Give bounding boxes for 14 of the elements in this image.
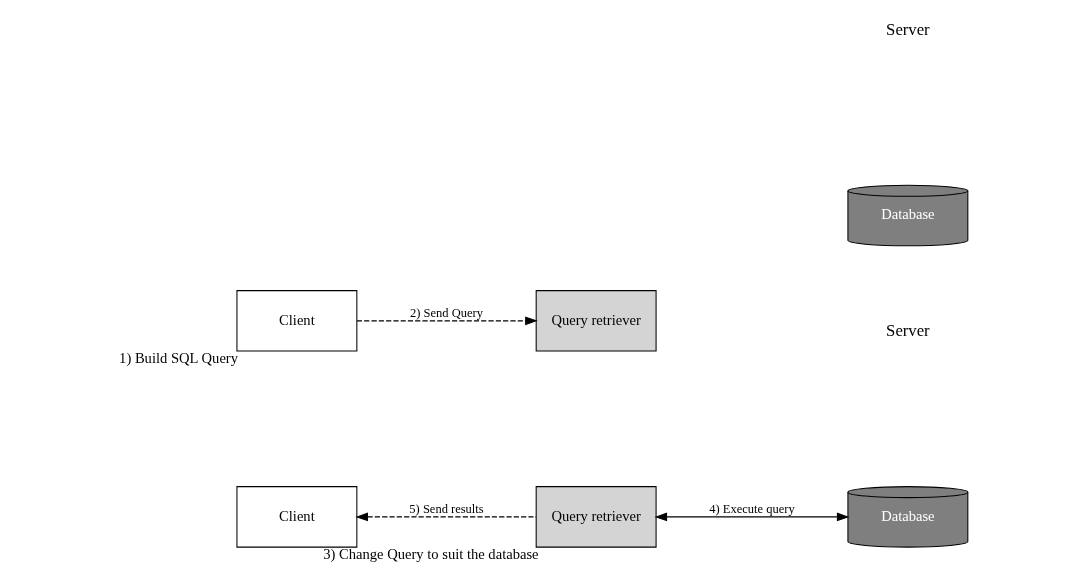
node-box: Query retriever: [535, 486, 657, 548]
node-box: Query retriever: [535, 290, 657, 352]
arrow: [654, 512, 850, 522]
edge-label: 5) Send results: [409, 502, 484, 517]
edge-label: 2) Send Query: [410, 306, 483, 321]
node-label: 1) Build SQL Query: [119, 349, 239, 366]
label: Server: [886, 19, 930, 39]
edge-label: 4) Execute query: [709, 502, 795, 517]
arrow: [355, 512, 537, 522]
node-box: Client: [236, 290, 358, 352]
node-label: 3) Change Query to suit the database: [323, 545, 539, 562]
node-box: Client: [236, 486, 358, 548]
label: Server: [886, 321, 930, 341]
arrow: [356, 316, 538, 326]
